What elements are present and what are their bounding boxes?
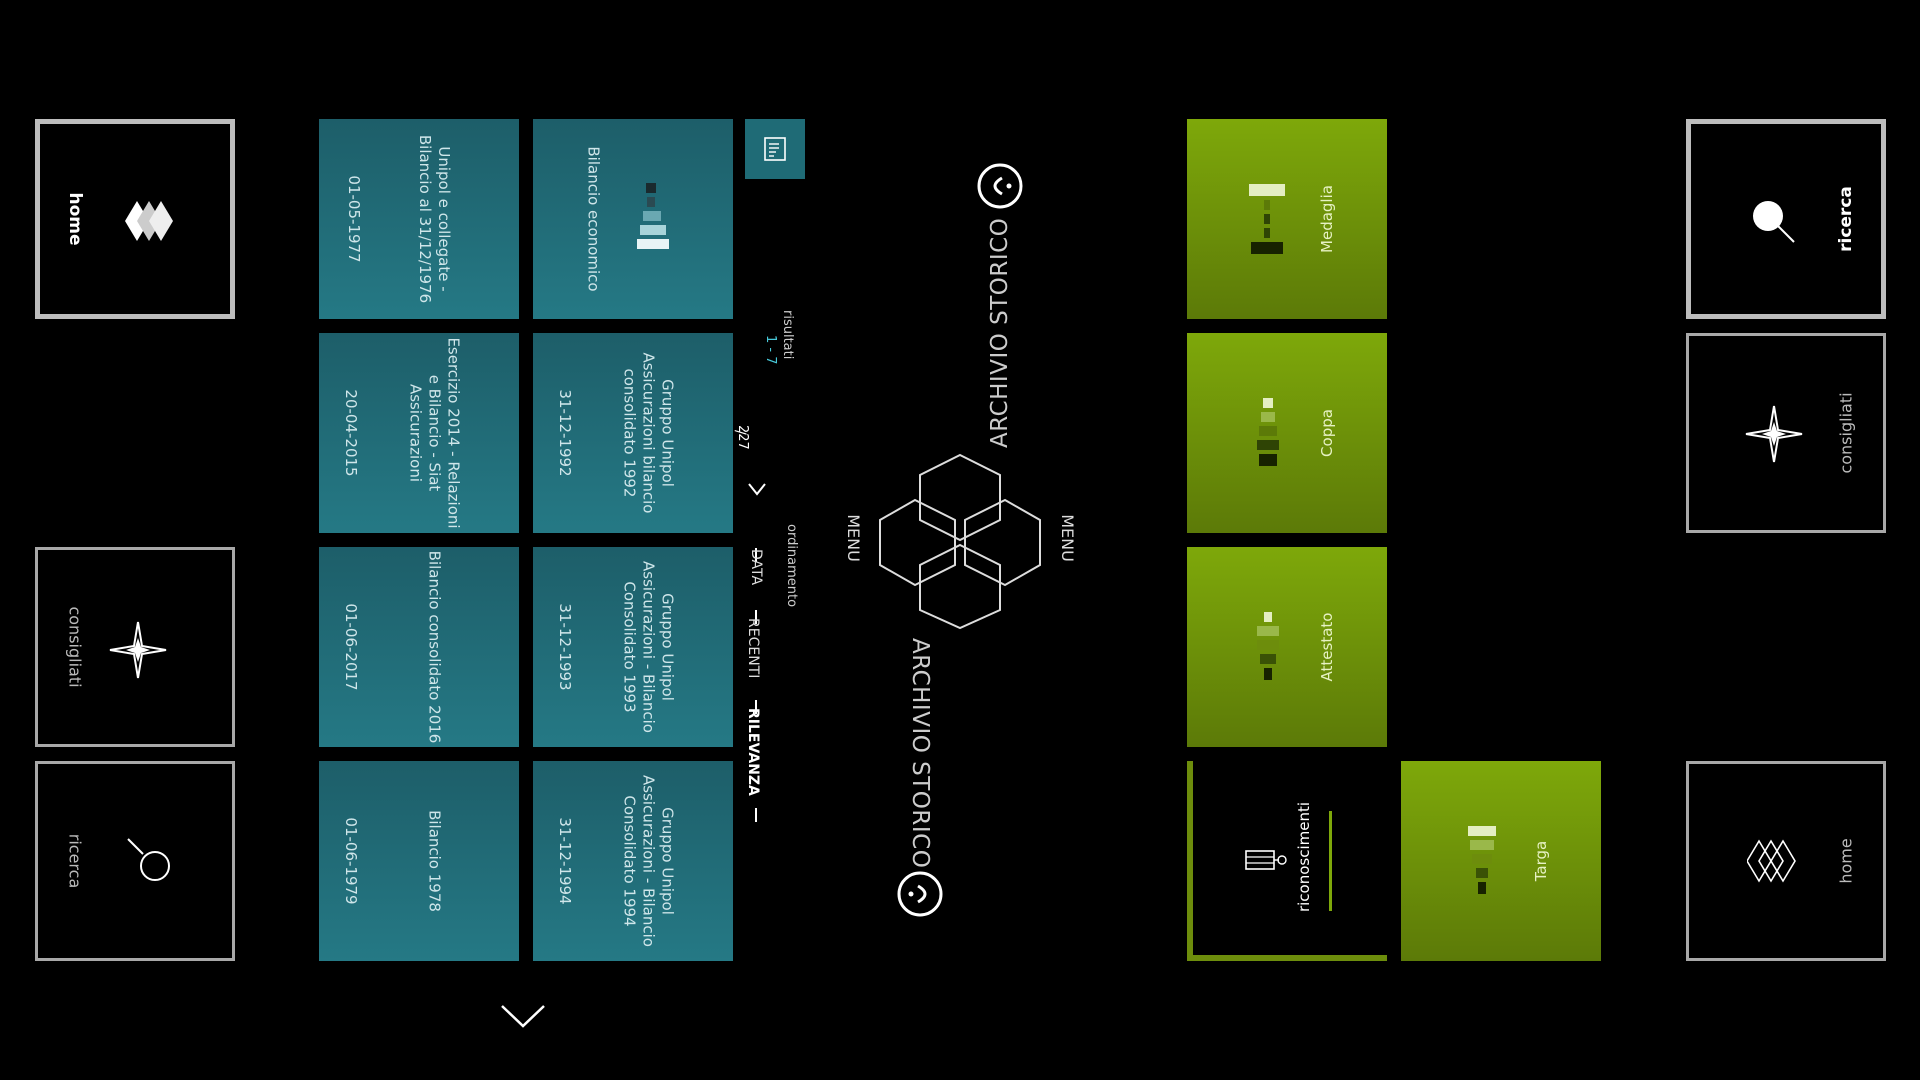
active-indicator [1329, 811, 1332, 911]
sort-divider [755, 808, 757, 822]
chevron-right-icon[interactable] [745, 478, 769, 502]
category-label: Attestato [1318, 612, 1336, 682]
document-icon [764, 137, 786, 161]
result-date: 01-06-2017 [342, 603, 360, 691]
consigliati-button-right[interactable]: consigliati [1686, 333, 1886, 533]
chevron-down-icon[interactable] [500, 1003, 546, 1029]
result-title: Bilancio consolidato 2016 [425, 550, 444, 744]
category-tile-riconoscimenti[interactable]: riconoscimenti [1187, 761, 1387, 961]
result-card[interactable]: Bilancio economico [533, 119, 733, 319]
result-date: 31-12-1994 [556, 817, 574, 905]
result-title: Unipol e collegate - Bilancio al 31/12/1… [416, 134, 453, 304]
result-date: 01-05-1977 [345, 175, 363, 263]
category-tile-medaglia[interactable]: Medaglia [1187, 119, 1387, 319]
sort-option-recenti[interactable]: RECENTI [745, 618, 761, 679]
result-date: 20-04-2015 [342, 389, 360, 477]
list-view-button[interactable] [745, 119, 805, 179]
cup-icon [1257, 398, 1279, 466]
result-date: 01-06-1979 [342, 817, 360, 905]
certificate-icon [1257, 612, 1279, 680]
document-stack-icon [637, 183, 669, 249]
category-tile-targa[interactable]: Targa [1401, 761, 1601, 961]
result-card[interactable]: Esercizio 2014 - Relazioni e Bilancio - … [319, 333, 519, 533]
category-label: riconoscimenti [1295, 801, 1313, 913]
home-button-right[interactable]: home [1686, 761, 1886, 961]
result-date: 31-12-1993 [556, 603, 574, 691]
results-range: 1 - 7 [763, 335, 778, 365]
help-icon-top[interactable] [976, 162, 1024, 210]
result-title: Gruppo Unipol Assicurazioni - Bilancio C… [620, 561, 677, 733]
result-title: Bilancio economico [584, 146, 603, 292]
ricerca-button-left[interactable]: ricerca [35, 761, 235, 961]
ricerca-label: ricerca [1836, 186, 1856, 252]
consigliati-label: consigliati [1836, 392, 1856, 474]
result-title: Gruppo Unipol Assicurazioni bilancio con… [620, 352, 677, 514]
result-title: Bilancio 1978 [425, 810, 444, 912]
compass-star-icon [109, 621, 167, 679]
result-card[interactable]: Bilancio consolidato 2016 01-06-2017 [319, 547, 519, 747]
ricerca-label: ricerca [65, 833, 85, 889]
search-icon [1753, 201, 1795, 243]
menu-label-left[interactable]: MENU [844, 514, 863, 562]
result-card[interactable]: Bilancio 1978 01-06-1979 [319, 761, 519, 961]
archive-logo-icon[interactable] [875, 450, 1045, 630]
result-card[interactable]: Gruppo Unipol Assicurazioni bilancio con… [533, 333, 733, 533]
result-date: 31-12-1992 [556, 389, 574, 477]
sort-option-rilevanza[interactable]: RILEVANZA [745, 708, 761, 796]
compass-star-icon [1745, 405, 1803, 463]
search-icon [127, 838, 170, 881]
consigliati-label: consigliati [65, 606, 85, 688]
category-label: Medaglia [1318, 185, 1336, 253]
plaque-icon [1468, 826, 1496, 894]
sort-option-data[interactable]: DATA [748, 549, 764, 586]
category-label: Targa [1532, 840, 1550, 882]
sort-divider [755, 700, 757, 714]
sort-label: ordinamento [784, 524, 799, 608]
medal-icon [1249, 184, 1285, 254]
category-label: Coppa [1318, 409, 1336, 457]
menu-label-right[interactable]: MENU [1058, 514, 1077, 562]
result-title: Gruppo Unipol Assicurazioni - Bilancio C… [620, 775, 677, 947]
help-icon-bottom[interactable] [896, 870, 944, 918]
home-label: home [65, 192, 85, 246]
award-list-icon [1245, 850, 1287, 870]
category-tile-coppa[interactable]: Coppa [1187, 333, 1387, 533]
home-label: home [1836, 838, 1856, 884]
archivio-title-top: ARCHIVIO STORICO [987, 217, 1013, 448]
result-card[interactable]: Gruppo Unipol Assicurazioni - Bilancio C… [533, 761, 733, 961]
results-label: risultati [780, 310, 795, 360]
result-card[interactable]: Gruppo Unipol Assicurazioni - Bilancio C… [533, 547, 733, 747]
home-icon [125, 201, 173, 241]
category-tile-attestato[interactable]: Attestato [1187, 547, 1387, 747]
result-title: Esercizio 2014 - Relazioni e Bilancio - … [406, 337, 463, 529]
home-icon [1747, 839, 1796, 883]
sort-divider [755, 610, 757, 624]
archivio-title-bottom: ARCHIVIO STORICO [907, 638, 933, 869]
result-card[interactable]: Unipol e collegate - Bilancio al 31/12/1… [319, 119, 519, 319]
home-button-left[interactable]: home [35, 119, 235, 319]
ricerca-button-right[interactable]: ricerca [1686, 119, 1886, 319]
sort-divider [755, 548, 757, 562]
consigliati-button-left[interactable]: consigliati [35, 547, 235, 747]
